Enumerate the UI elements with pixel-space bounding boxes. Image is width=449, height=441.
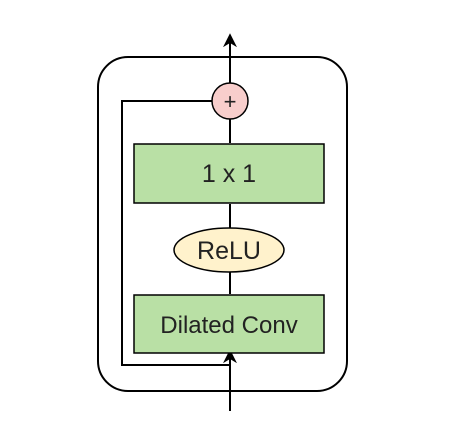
relu-ellipse: [173, 227, 285, 273]
skip-connection-line: [121, 100, 230, 366]
conv-1x1-label: 1 x 1: [202, 160, 256, 188]
add-node-symbol: +: [224, 89, 237, 114]
dilated-conv-label: Dilated Conv: [160, 312, 297, 339]
add-node: [211, 82, 249, 120]
relu-label: ReLU: [197, 237, 261, 265]
conv-1x1-block: [133, 143, 325, 204]
residual-block-container: [97, 56, 348, 392]
dilated-conv-block: [133, 294, 325, 354]
